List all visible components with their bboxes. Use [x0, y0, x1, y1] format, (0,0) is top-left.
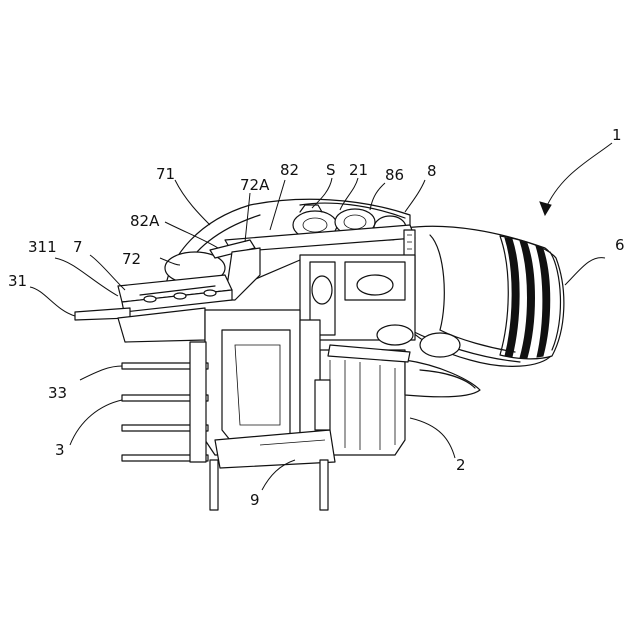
label-86: 86: [385, 166, 404, 184]
lower-housing: [320, 350, 480, 455]
label-9: 9: [250, 491, 260, 509]
label-1: 1: [612, 126, 622, 144]
label-21: 21: [349, 161, 368, 179]
label-S: S: [326, 161, 336, 179]
left-pins: [122, 342, 208, 462]
label-71: 71: [156, 165, 175, 183]
label-3: 3: [55, 441, 65, 459]
label-72: 72: [122, 250, 141, 268]
label-33: 33: [48, 384, 67, 402]
label-8: 8: [427, 162, 437, 180]
label-6: 6: [615, 236, 625, 254]
label-311: 311: [28, 238, 57, 256]
label-2: 2: [456, 456, 466, 474]
label-82: 82: [280, 161, 299, 179]
base-body: [205, 310, 335, 468]
label-72A: 72A: [240, 176, 270, 194]
label-7: 7: [73, 238, 83, 256]
label-31: 31: [8, 272, 27, 290]
label-82A: 82A: [130, 212, 160, 230]
